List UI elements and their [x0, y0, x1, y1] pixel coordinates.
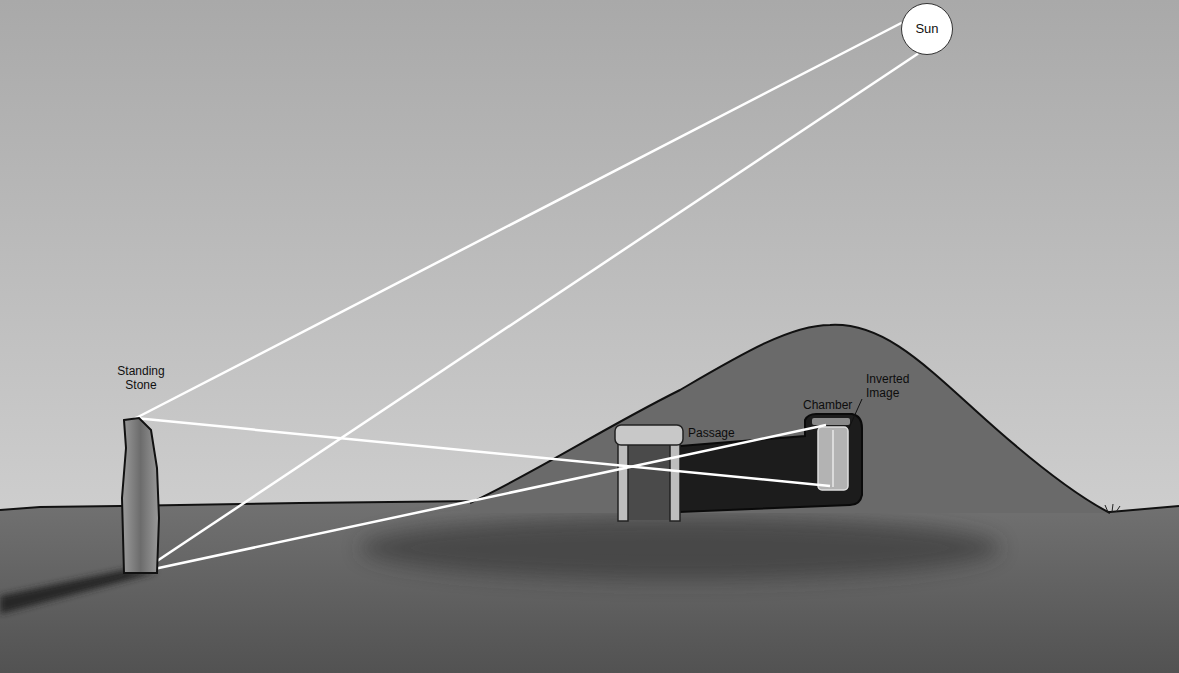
light-ray — [140, 425, 826, 572]
part-label: Chamber — [803, 398, 852, 412]
mound — [470, 325, 1110, 513]
part-label: Passage — [688, 426, 735, 440]
light-ray — [135, 418, 830, 486]
inverted-image — [818, 427, 848, 490]
stone-label: Standing Stone — [117, 364, 164, 392]
door-upright — [670, 443, 680, 521]
mound-outline — [470, 325, 1110, 513]
sun-circle: Sun — [901, 3, 953, 55]
door-upright — [618, 443, 628, 521]
doorway — [628, 445, 670, 520]
stone-outline — [122, 418, 159, 573]
sun-label: Sun — [915, 22, 938, 36]
stone-shape — [121, 418, 161, 575]
standing-stone: Standing Stone — [113, 364, 168, 575]
sun-ray — [139, 53, 918, 573]
chamber-capstone — [812, 418, 850, 425]
mound-shadow — [360, 516, 1000, 580]
inverted-image-highlight — [832, 430, 834, 487]
passage-chamber — [680, 414, 862, 512]
door-lintel — [615, 425, 683, 445]
ground — [0, 498, 1179, 673]
part-label: Inverted Image — [866, 372, 909, 400]
stone-shadow — [0, 570, 158, 614]
grass-tuft — [1105, 504, 1120, 512]
sun-ray — [134, 23, 902, 419]
